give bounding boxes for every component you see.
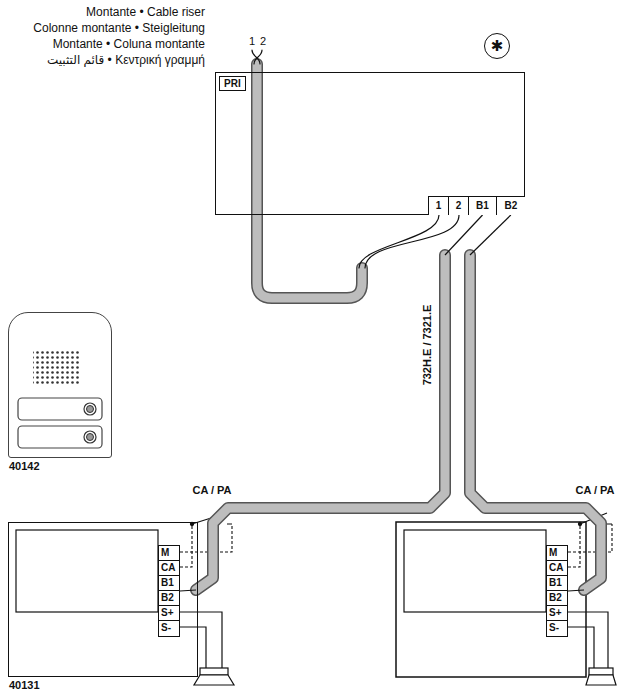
terminal-label: M	[547, 546, 567, 561]
cable-outline	[196, 255, 445, 590]
speaker-wire	[568, 612, 608, 668]
riser-caption: Montante • Cable riser	[86, 4, 205, 20]
switch-wire	[180, 524, 232, 552]
terminal-label: B1	[159, 576, 179, 591]
switch-label: CA / PA	[192, 484, 231, 496]
terminal-label: S-	[547, 621, 567, 636]
switch-wire	[568, 524, 580, 567]
terminal-label: B2	[547, 591, 567, 606]
terminal-label: S-	[159, 621, 179, 636]
button-ring	[84, 403, 96, 415]
speaker-wire	[180, 612, 222, 668]
cable-type-label: 732H.E / 7321.E	[421, 303, 433, 388]
cable	[196, 255, 445, 590]
terminal-label: 2	[449, 197, 469, 215]
button-dot	[87, 406, 94, 413]
switch-pivot	[578, 522, 581, 525]
terminal-label: M	[159, 546, 179, 561]
handset-box: MCAB1B2S+S-40131	[8, 522, 198, 677]
riser-wire	[254, 50, 262, 64]
speaker-symbol	[194, 675, 234, 685]
cable-outline	[470, 255, 601, 590]
riser-caption: Montante • Coluna montante	[53, 36, 205, 52]
terminal-label: CA	[547, 561, 567, 576]
riser-caption: Colonne montante • Steigleitung	[33, 20, 205, 36]
terminal-label: S+	[159, 606, 179, 621]
button-ring	[84, 431, 96, 443]
call-button	[18, 398, 102, 420]
terminal-block: MCAB1B2S+S-	[546, 545, 568, 637]
riser-cable	[257, 64, 362, 298]
speaker-grille	[33, 350, 81, 386]
riser-cable-outline	[257, 64, 362, 298]
riser-caption: قائم التثبيت • Κεντρική γραμμή	[47, 52, 205, 68]
terminal-label: S+	[547, 606, 567, 621]
terminal-label: B2	[497, 197, 525, 215]
riser-wire	[359, 215, 439, 268]
part-number: 40131	[9, 679, 40, 691]
handset-screen	[404, 530, 546, 612]
speaker-symbol	[200, 668, 228, 675]
terminal-block: MCAB1B2S+S-	[158, 545, 180, 637]
call-button	[18, 426, 102, 448]
note-symbol: ✱	[484, 33, 510, 59]
wire	[470, 215, 511, 255]
part-number: 40142	[9, 460, 40, 472]
wire-number: 2	[260, 35, 266, 47]
terminal-label: CA	[159, 561, 179, 576]
terminal-label: B2	[159, 591, 179, 606]
switch-label: CA / PA	[575, 484, 614, 496]
speaker-wire	[180, 627, 206, 668]
speaker-wire	[568, 627, 594, 668]
terminal-label: B1	[547, 576, 567, 591]
cable	[470, 255, 601, 590]
cable-connector	[470, 215, 601, 591]
terminal-label: B1	[469, 197, 497, 215]
cable-connector	[180, 215, 483, 591]
handset-screen	[16, 530, 158, 612]
entrance-panel: 40142	[8, 312, 112, 458]
terminal-label: 1	[429, 197, 449, 215]
speaker-symbol	[586, 675, 616, 685]
power-supply-box: 12B1B2 PRI	[215, 72, 525, 215]
wire-number: 1	[249, 35, 255, 47]
handset-body	[396, 522, 586, 677]
button-dot	[87, 434, 94, 441]
device-label: PRI	[219, 76, 246, 91]
speaker-symbol	[589, 668, 613, 675]
wire	[568, 590, 584, 591]
switch-wire	[180, 524, 192, 567]
terminal-block: 12B1B2	[428, 196, 525, 215]
wire	[180, 590, 196, 591]
